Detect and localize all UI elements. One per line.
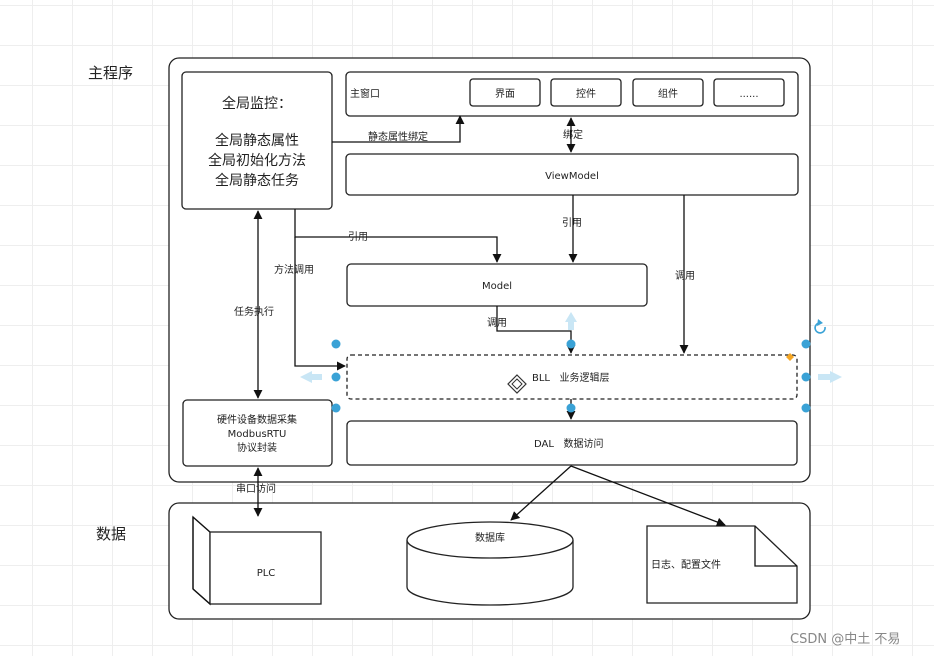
corner-radius-handle[interactable] [786,353,794,361]
edge-label-bind: 绑定 [563,128,583,141]
plc-label: PLC [257,568,276,579]
edge-dal-document[interactable] [570,465,726,527]
clone-up-arrow-icon[interactable] [565,312,577,322]
resize-handle-s[interactable] [566,403,576,413]
edge-label-task-exec: 任务执行 [234,305,274,318]
clone-left-arrow-icon[interactable] [300,371,312,383]
section-label-main-program: 主程序 [88,64,133,82]
dal-label: DAL 数据访问 [534,437,603,450]
edge-label-static-binding: 静态属性绑定 [368,130,428,143]
global-monitor-line2: 全局初始化方法 [208,152,306,169]
edge-label-vm-model-ref: 引用 [562,217,582,229]
clone-right-arrow-stem [818,374,830,380]
main-window-label: 主窗口 [350,87,380,100]
main-window-item-more-label: ...... [739,89,758,100]
main-window-item-components[interactable] [632,78,704,107]
section-label-data: 数据 [96,525,126,543]
main-window-item-components-label: 组件 [658,87,678,100]
hardware-line2: ModbusRTU [228,429,287,440]
resize-handle-nw[interactable] [331,339,341,349]
plc-cube[interactable] [192,515,322,606]
log-config-document[interactable] [646,525,798,604]
edge-label-monitor-model-ref: 引用 [348,231,368,243]
main-window-item-ui-label: 界面 [495,88,515,100]
resize-handle-n[interactable] [566,339,576,349]
resize-handle-w[interactable] [331,372,341,382]
hardware-box[interactable] [182,399,333,467]
hardware-line1: 硬件设备数据采集 [217,413,297,426]
database-label: 数据库 [475,531,505,544]
edge-static-binding[interactable] [332,115,465,143]
main-window-item-ui[interactable] [469,78,541,107]
clone-left-arrow-stem [312,374,322,380]
edge-monitor-model-ref[interactable] [294,209,502,263]
global-monitor-title: 全局监控： [222,95,292,112]
log-config-label: 日志、配置文件 [651,558,721,571]
global-monitor-line1: 全局静态属性 [215,132,299,149]
viewmodel-box[interactable] [345,153,799,196]
database-cylinder[interactable] [406,521,574,606]
hardware-line3: 协议封装 [237,441,277,454]
dal-box[interactable] [346,420,798,466]
edge-label-vm-bll-call: 调用 [675,270,695,282]
resize-handle-sw[interactable] [331,403,341,413]
edge-dal-database[interactable] [510,465,572,521]
resize-handle-se[interactable] [801,403,811,413]
model-label: Model [482,281,512,292]
bll-box[interactable] [346,354,798,400]
rotate-handle-icon[interactable] [814,319,826,334]
viewmodel-label: ViewModel [545,171,599,182]
edge-label-method-call: 方法调用 [274,263,314,276]
edge-label-model-bll-call: 调用 [487,317,507,329]
main-window-item-controls-label: 控件 [576,87,596,100]
bll-label: BLL 业务逻辑层 [532,371,610,384]
move-handle-icon[interactable] [507,374,527,394]
clone-right-arrow-icon[interactable] [830,371,842,383]
edge-label-serial-access: 串口访问 [236,482,276,495]
main-window-item-more[interactable] [713,78,785,107]
edge-method-call[interactable] [294,237,346,371]
clone-up-arrow-stem [568,322,574,330]
main-window-item-controls[interactable] [550,78,622,107]
resize-handle-ne[interactable] [801,339,811,349]
global-monitor-box[interactable] [181,71,333,210]
watermark: CSDN @中土 不易 [790,632,900,647]
resize-handle-e[interactable] [801,372,811,382]
global-monitor-line3: 全局静态任务 [215,172,299,189]
